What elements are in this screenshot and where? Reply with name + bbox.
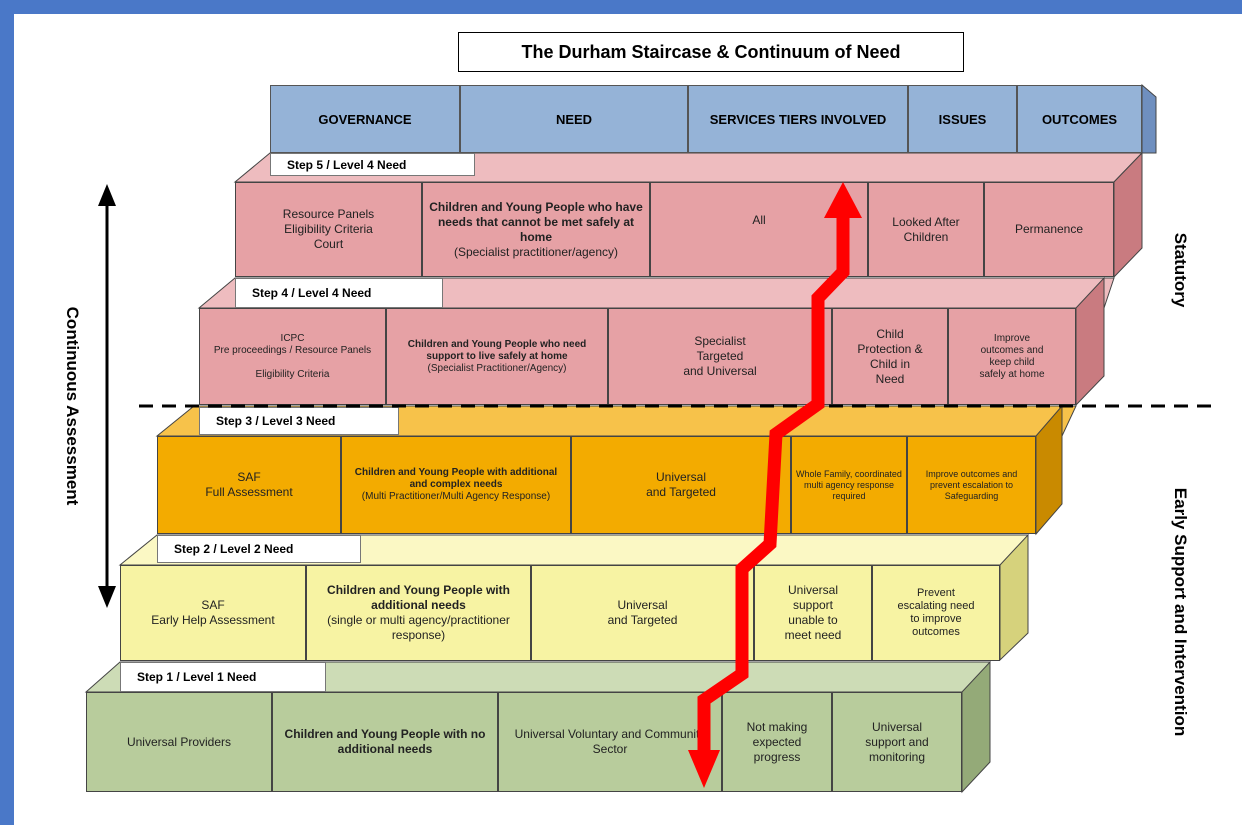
level4-governance: ICPC Pre proceedings / Resource Panels E…: [199, 308, 386, 405]
level1-services: Universal Voluntary and Community Sector: [498, 692, 722, 792]
level4-services: Specialist Targeted and Universal: [608, 308, 832, 405]
level4-block-side: [1075, 276, 1105, 407]
level1-governance: Universal Providers: [86, 692, 272, 792]
level1-block-side: [961, 660, 991, 794]
level2-services: Universal and Targeted: [531, 565, 754, 661]
header-issues: ISSUES: [908, 85, 1017, 153]
header-services-tiers: SERVICES TIERS INVOLVED: [688, 85, 908, 153]
level1-issues: Not making expected progress: [722, 692, 832, 792]
level3-block-side: [1035, 404, 1063, 536]
overlay-layer: [98, 182, 1214, 788]
header-block-side: [1141, 83, 1157, 154]
level3-issues: Whole Family, coordinated multi agency r…: [791, 436, 907, 534]
level2-need-sub: (single or multi agency/practitioner res…: [327, 613, 510, 642]
level3-governance: SAF Full Assessment: [157, 436, 341, 534]
level5-issues: Looked After Children: [868, 182, 984, 277]
level5-need-title: Children and Young People who have needs…: [429, 199, 643, 244]
level3-need-title: Children and Young People with additiona…: [354, 467, 558, 490]
red-progression-arrow-down-head: [688, 750, 720, 788]
level2-need-title: Children and Young People with additiona…: [327, 583, 510, 612]
level5-block-side: [1113, 151, 1143, 279]
red-progression-arrow-up-head: [824, 182, 862, 218]
level1-need-title: Children and Young People with no additi…: [284, 727, 486, 756]
red-progression-arrow-line: [697, 209, 850, 772]
level1-need: Children and Young People with no additi…: [272, 692, 498, 792]
continuous-assessment-arrow-down-head: [98, 586, 116, 608]
header-governance: GOVERNANCE: [270, 85, 460, 153]
level4-need-title: Children and Young People who need suppo…: [407, 338, 587, 362]
level4-need: Children and Young People who need suppo…: [386, 308, 608, 405]
level5-outcomes: Permanence: [984, 182, 1114, 277]
header-outcomes: OUTCOMES: [1017, 85, 1142, 153]
level3-services: Universal and Targeted: [571, 436, 791, 534]
step5-label: Step 5 / Level 4 Need: [270, 153, 475, 176]
step3-label: Step 3 / Level 3 Need: [199, 407, 399, 435]
level3-outcomes: Improve outcomes and prevent escalation …: [907, 436, 1036, 534]
level3-need: Children and Young People with additiona…: [341, 436, 571, 534]
level4-need-sub: (Specialist Practitioner/Agency): [427, 362, 567, 374]
header-need: NEED: [460, 85, 688, 153]
step4-label: Step 4 / Level 4 Need: [235, 278, 443, 308]
level5-need: Children and Young People who have needs…: [422, 182, 650, 277]
continuous-assessment-label: Continuous Assessment: [63, 306, 82, 506]
level5-need-sub: (Specialist practitioner/agency): [453, 244, 619, 259]
level1-outcomes: Universal support and monitoring: [832, 692, 962, 792]
statutory-label: Statutory: [1171, 232, 1190, 308]
level4-outcomes: Improve outcomes and keep child safely a…: [948, 308, 1076, 405]
step2-label: Step 2 / Level 2 Need: [157, 535, 361, 563]
early-support-label: Early Support and Intervention: [1171, 487, 1190, 737]
continuous-assessment-arrow-up-head: [98, 184, 116, 206]
level5-services: All: [650, 182, 868, 277]
level2-governance: SAF Early Help Assessment: [120, 565, 306, 661]
level5-governance: Resource Panels Eligibility Criteria Cou…: [235, 182, 422, 277]
diagram-canvas: { "title": "The Durham Staircase & Conti…: [14, 14, 1242, 825]
level3-need-sub: (Multi Practitioner/Multi Agency Respons…: [361, 491, 551, 502]
level2-need: Children and Young People with additiona…: [306, 565, 531, 661]
level2-outcomes: Prevent escalating need to improve outco…: [872, 565, 1000, 661]
step1-label: Step 1 / Level 1 Need: [120, 662, 326, 692]
level2-issues: Universal support unable to meet need: [754, 565, 872, 661]
diagram-title: The Durham Staircase & Continuum of Need: [458, 32, 964, 72]
level4-issues: Child Protection & Child in Need: [832, 308, 948, 405]
level2-block-side: [999, 533, 1029, 662]
